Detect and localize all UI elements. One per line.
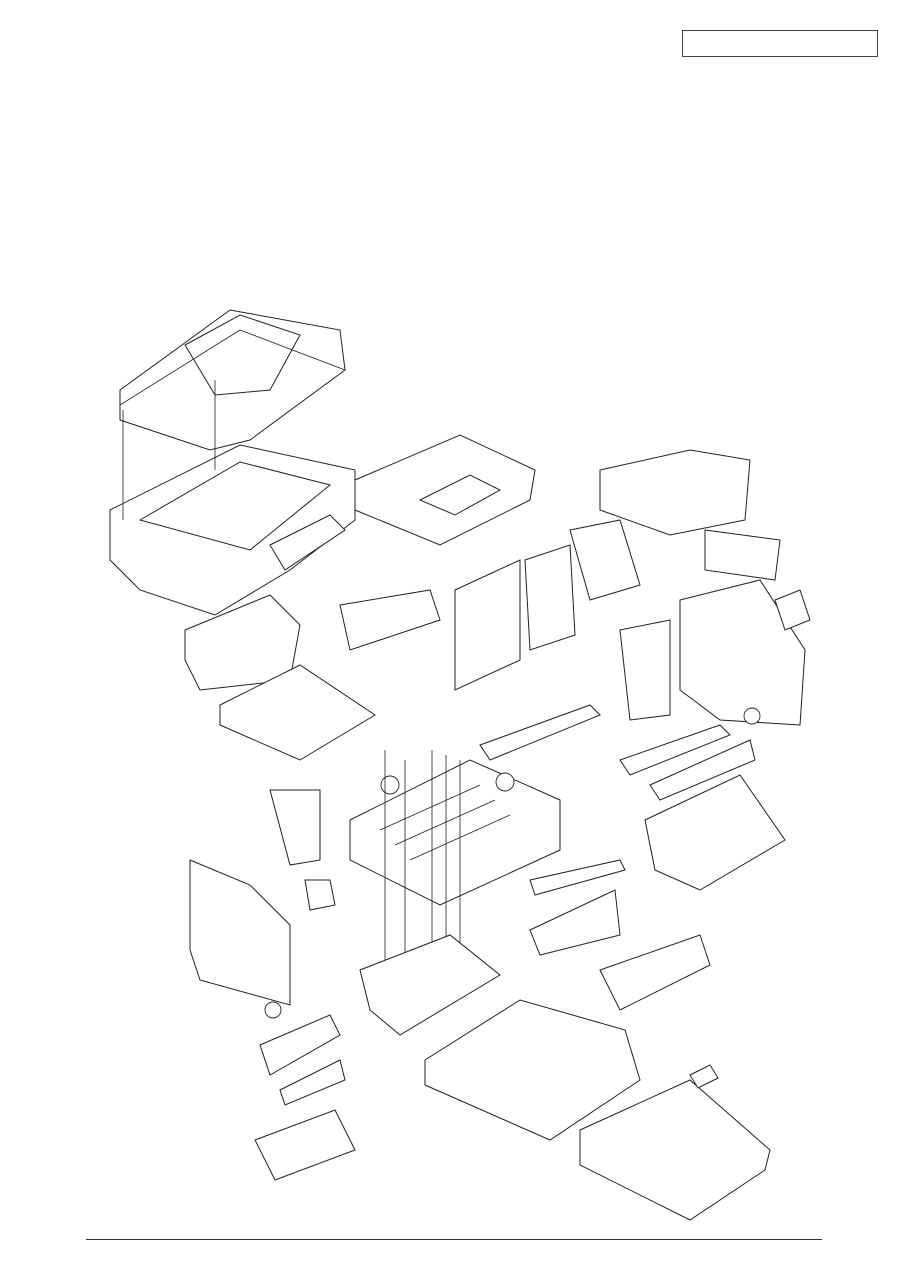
footer-rule: [86, 1239, 822, 1240]
paper-trays: [424, 999, 771, 1221]
scanner-unit: [109, 380, 356, 616]
adf-unit: [119, 309, 346, 451]
fuser-and-duplex: [184, 589, 441, 761]
output-tray: [354, 434, 536, 546]
cartridge-and-tray-parts: [479, 704, 786, 1011]
main-chassis: [349, 750, 561, 1010]
side-cover-right: [679, 579, 811, 726]
header-box: [682, 30, 878, 57]
side-cover-left: [189, 789, 501, 1036]
frame-plates: [454, 449, 781, 721]
toner-and-drums: [254, 1014, 356, 1181]
